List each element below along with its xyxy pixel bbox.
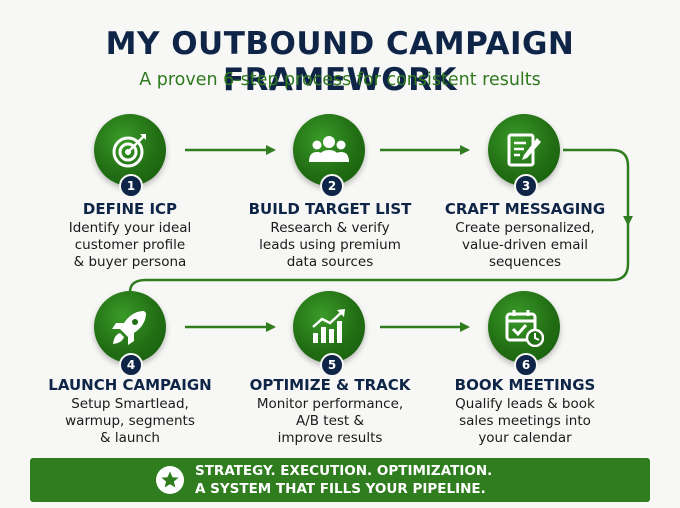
step-1-title: DEFINE ICP	[82, 200, 178, 218]
step-3-title: CRAFT MESSAGING	[444, 200, 606, 218]
step-5-circle	[293, 291, 365, 363]
page-title: MY OUTBOUND CAMPAIGN FRAMEWORK	[105, 26, 575, 98]
banner-line-2: A SYSTEM THAT FILLS YOUR PIPELINE.	[195, 481, 486, 497]
step-5-desc-line: Monitor performance,	[256, 396, 404, 412]
step-2-description: Research & verify leads using premium da…	[235, 220, 425, 271]
step-3-description: Create personalized, value-driven email …	[430, 220, 620, 271]
step-4-title: LAUNCH CAMPAIGN	[48, 376, 212, 394]
step-1-desc-line: customer profile	[74, 237, 186, 253]
step-2-number: 2	[320, 174, 344, 198]
step-1-desc-line: Identify your ideal	[68, 220, 192, 236]
banner-text: STRATEGY. EXECUTION. OPTIMIZATION. A SYS…	[195, 462, 492, 498]
step-1-description: Identify your ideal customer profile & b…	[35, 220, 225, 271]
step-6-desc-line: your calendar	[478, 430, 572, 446]
rocket-icon	[112, 311, 146, 345]
star-icon	[161, 471, 179, 488]
step-5-desc-line: A/B test &	[295, 413, 365, 429]
step-4-circle	[94, 291, 166, 363]
step-2-title: BUILD TARGET LIST	[248, 200, 412, 218]
step-4-description: Setup Smartlead, warmup, segments & laun…	[35, 396, 225, 447]
step-4-number: 4	[119, 353, 143, 377]
step-6-circle	[488, 291, 560, 363]
step-3-desc-line: Create personalized,	[455, 220, 595, 236]
step-3-desc-line: value-driven email	[462, 237, 588, 253]
step-4-desc-line: & launch	[100, 430, 160, 446]
step-2-desc-line: Research & verify	[270, 220, 390, 236]
step-3-desc-line: sequences	[488, 254, 562, 270]
step-3-number: 3	[514, 174, 538, 198]
step-2-desc-line: leads using premium	[259, 237, 401, 253]
step-4-desc-line: Setup Smartlead,	[71, 396, 189, 412]
target-icon	[112, 134, 146, 168]
step-5-title: OPTIMIZE & TRACK	[249, 376, 411, 394]
step-5-description: Monitor performance, A/B test & improve …	[235, 396, 425, 447]
step-4-desc-line: warmup, segments	[65, 413, 195, 429]
step-6-title: BOOK MEETINGS	[454, 376, 596, 394]
calendar-check-icon	[505, 310, 544, 347]
step-2-desc-line: data sources	[286, 254, 374, 270]
group-icon	[309, 136, 349, 162]
step-1-desc-line: & buyer persona	[73, 254, 187, 270]
arrow-3-to-4-top	[563, 148, 633, 226]
step-6-number: 6	[514, 353, 538, 377]
bottom-banner: STRATEGY. EXECUTION. OPTIMIZATION. A SYS…	[30, 458, 650, 502]
page-subtitle: A proven 6-step process for consistent r…	[139, 70, 541, 90]
arrow-3-to-4-return	[128, 224, 630, 296]
step-5-number: 5	[320, 353, 344, 377]
edit-document-icon	[507, 133, 541, 167]
step-6-description: Qualify leads & book sales meetings into…	[430, 396, 620, 447]
step-5-desc-line: improve results	[277, 430, 383, 446]
growth-chart-icon	[312, 309, 345, 343]
step-6-desc-line: Qualify leads & book	[455, 396, 595, 412]
step-1-number: 1	[119, 174, 143, 198]
banner-line-1: STRATEGY. EXECUTION. OPTIMIZATION.	[195, 463, 493, 479]
step-6-desc-line: sales meetings into	[459, 413, 591, 429]
star-badge	[156, 466, 184, 494]
